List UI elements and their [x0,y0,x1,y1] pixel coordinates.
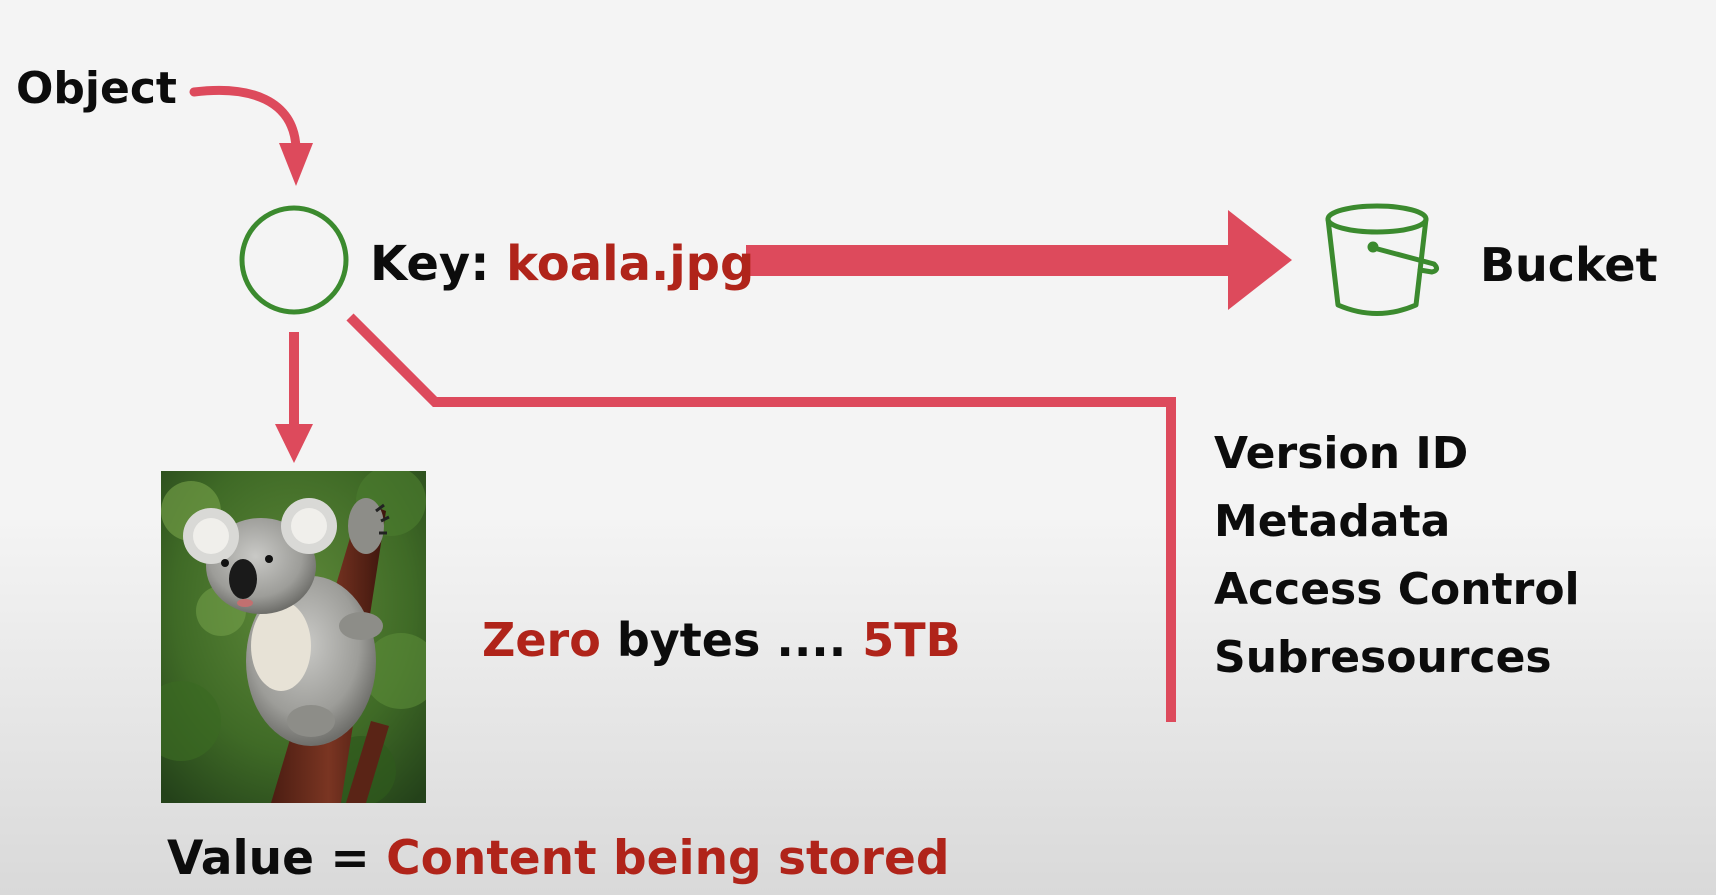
object-curve-arrow [189,85,301,153]
metadata-item-version-id: Version ID [1214,428,1469,479]
metadata-connector-line [346,313,1176,722]
bucket-icon [1325,203,1440,316]
metadata-item-metadata: Metadata [1214,496,1451,547]
value-prefix: Value = [167,831,387,886]
key-to-bucket-arrow-shaft [746,245,1232,276]
size-middle: bytes .... [600,613,863,667]
metadata-item-subresources: Subresources [1214,632,1552,683]
metadata-list: Version ID Metadata Access Control Subre… [1214,432,1580,704]
value-description: Content being stored [386,831,950,886]
metadata-item-access-control: Access Control [1214,564,1580,615]
bucket-label: Bucket [1480,238,1658,292]
size-min: Zero [482,613,601,667]
value-label: Value = Content being stored [167,835,949,882]
key-label: Key: koala.jpg [370,240,754,288]
object-arrow-head [279,143,313,186]
circle-to-value-arrow-shaft [289,332,299,428]
key-name: koala.jpg [506,236,755,292]
key-to-bucket-arrow-head [1228,210,1292,310]
koala-photo [161,471,426,803]
object-circle-icon [239,205,349,315]
object-label: Object [16,63,177,114]
circle-to-value-arrow-head [275,424,313,463]
size-max: 5TB [862,613,961,667]
size-range-label: Zero bytes .... 5TB [482,617,961,663]
key-prefix: Key: [370,236,507,292]
